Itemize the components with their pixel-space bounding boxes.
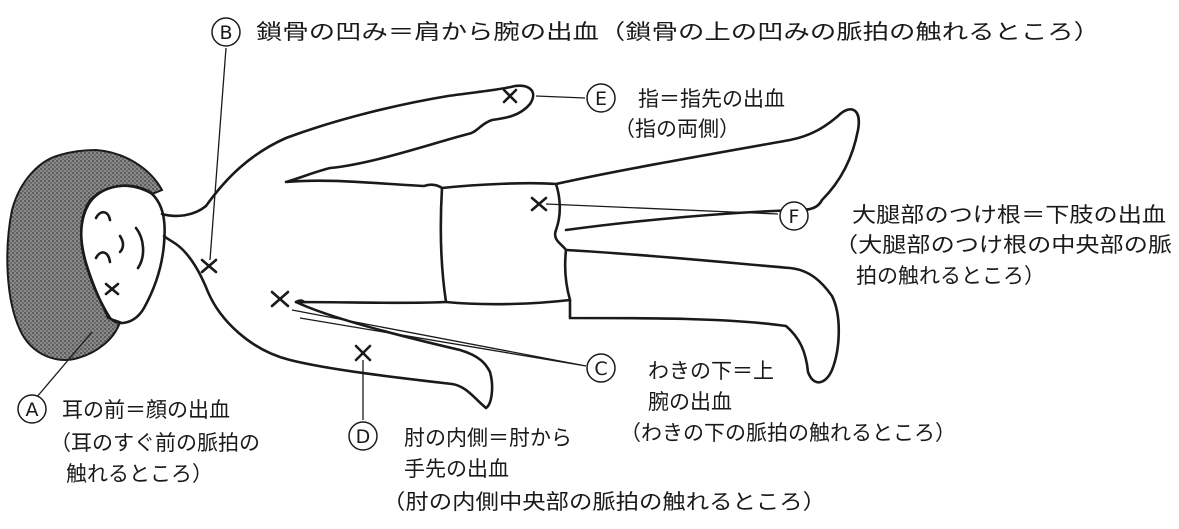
callout-f: F: [780, 202, 808, 230]
svg-text:F: F: [789, 206, 800, 228]
leader-line-e: [536, 96, 585, 98]
callout-c: C: [587, 354, 615, 382]
svg-text:鎖骨の凹み＝肩から腕の出血（鎖骨の上の凹みの脈拍の触れるとこ: 鎖骨の凹み＝肩から腕の出血（鎖骨の上の凹みの脈拍の触れるところ）: [256, 20, 1100, 44]
callout-d: D: [349, 422, 377, 450]
label-e: 指＝指先の出血 （指の両側）: [614, 87, 785, 141]
face-mouth: [136, 228, 143, 268]
svg-text:（肘の内側中央部の脈拍の触れるところ）: （肘の内側中央部の脈拍の触れるところ）: [382, 490, 826, 514]
label-f: 大腿部のつけ根＝下肢の出血 （大腿部のつけ根の中央部の脈 拍の触れるところ）: [834, 203, 1172, 288]
label-c: わきの下＝上 腕の出血 （わきの下の脈拍の触れるところ）: [620, 359, 956, 445]
x-mark-b: [202, 260, 216, 272]
face-nose: [120, 236, 123, 252]
svg-text:拍の触れるところ）: 拍の触れるところ）: [856, 264, 1045, 288]
label-b: 鎖骨の凹み＝肩から腕の出血（鎖骨の上の凹みの脈拍の触れるところ）: [256, 20, 1100, 44]
svg-text:手先の出血: 手先の出血: [404, 457, 509, 481]
x-mark-a: [106, 284, 118, 294]
svg-text:肘の内側＝肘から: 肘の内側＝肘から: [404, 426, 572, 450]
leader-line-f: [546, 204, 778, 214]
svg-text:腕の出血: 腕の出血: [648, 390, 732, 414]
svg-text:B: B: [219, 22, 232, 44]
callout-e: E: [587, 84, 615, 112]
svg-text:（わきの下の脈拍の触れるところ）: （わきの下の脈拍の触れるところ）: [620, 421, 956, 445]
svg-text:（指の両側）: （指の両側）: [614, 117, 740, 141]
shorts-outline: [441, 183, 570, 304]
svg-text:大腿部のつけ根＝下肢の出血: 大腿部のつけ根＝下肢の出血: [852, 203, 1166, 227]
x-mark-f: [532, 198, 546, 210]
svg-text:E: E: [595, 88, 607, 110]
svg-text:耳の前＝顔の出血: 耳の前＝顔の出血: [62, 398, 230, 422]
callout-a: A: [18, 395, 46, 423]
leader-line-c: [292, 310, 586, 366]
face-right-eye: [96, 252, 110, 262]
svg-text:C: C: [594, 358, 607, 380]
svg-text:触れるところ）: 触れるところ）: [66, 462, 213, 486]
label-a: 耳の前＝顔の出血 （耳のすぐ前の脈拍の 触れるところ）: [50, 398, 260, 486]
svg-text:わきの下＝上: わきの下＝上: [648, 359, 774, 383]
x-mark-d: [356, 346, 370, 360]
svg-text:A: A: [26, 399, 39, 421]
svg-text:指＝指先の出血: 指＝指先の出血: [638, 87, 785, 111]
x-mark-e: [504, 90, 516, 102]
callout-b: B: [212, 18, 240, 46]
leader-line-b: [210, 48, 226, 260]
x-mark-c: [272, 292, 288, 306]
svg-text:（大腿部のつけ根の中央部の脈: （大腿部のつけ根の中央部の脈: [834, 233, 1172, 257]
svg-text:（耳のすぐ前の脈拍の: （耳のすぐ前の脈拍の: [50, 431, 260, 455]
armpit-line: [296, 301, 304, 303]
svg-text:D: D: [356, 426, 371, 448]
face-left-eye: [96, 212, 110, 220]
